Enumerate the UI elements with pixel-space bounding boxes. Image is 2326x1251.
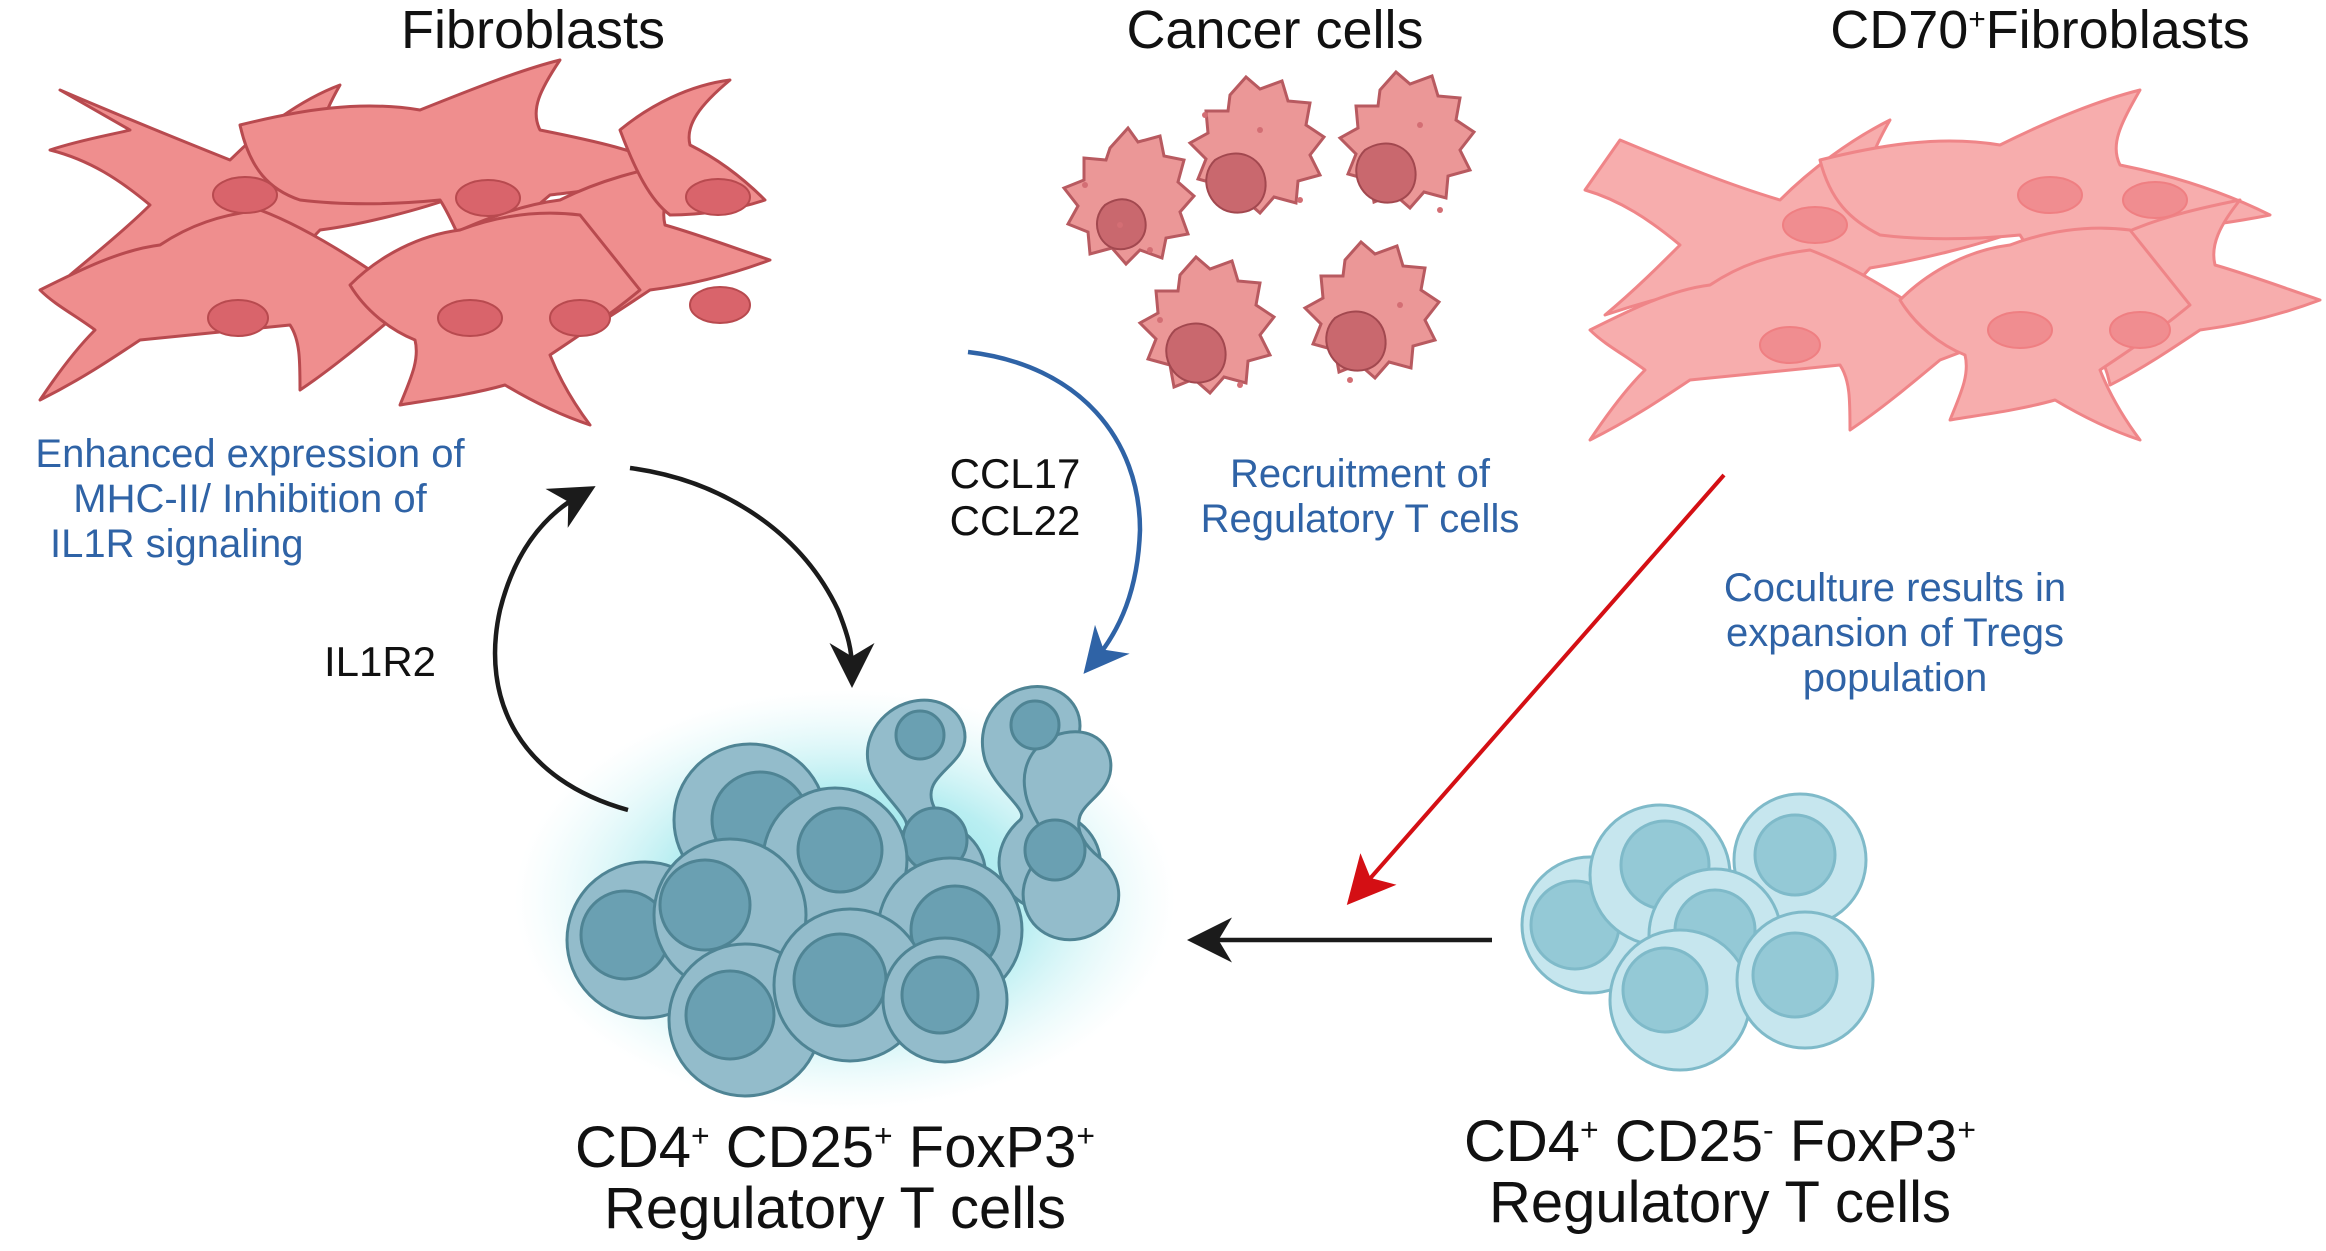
nucleus	[1759, 326, 1821, 364]
enhanced-expression-note: Enhanced expression of MHC-II/ Inhibitio…	[0, 432, 500, 566]
marker-sup: +	[1957, 1111, 1977, 1148]
cancer-nucleus	[1325, 310, 1387, 372]
note-line: Recruitment of	[1229, 452, 1491, 496]
cancer-nucleus	[1205, 152, 1267, 214]
cancer-nucleus	[1355, 142, 1417, 204]
cell-type-line: Regulatory T cells	[603, 1175, 1067, 1241]
il1r2-label: IL1R2	[323, 638, 437, 685]
ccl22-label: CCL22	[949, 497, 1081, 545]
cd70-fibroblasts-title: CD70+Fibroblasts	[1800, 0, 2280, 60]
recruitment-arrow	[967, 349, 1143, 674]
marker-cd25: CD25	[1614, 1109, 1764, 1174]
treg-nucleus	[1753, 813, 1837, 897]
marker-sup: +	[690, 1117, 710, 1154]
treg-nucleus	[1009, 699, 1061, 751]
coculture-arrow	[1346, 473, 1726, 906]
note-line: expansion of Tregs	[1726, 610, 2064, 655]
nucleus	[689, 286, 751, 324]
cd70-marker: CD70	[1830, 0, 1969, 60]
cd70-sup: +	[1968, 3, 1986, 36]
marker-sup: +	[1076, 1117, 1096, 1154]
nucleus	[207, 299, 269, 337]
coculture-note: Coculture results in expansion of Tregs …	[1680, 566, 2110, 700]
marker-sup: +	[1579, 1111, 1599, 1148]
note-line: Regulatory T cells	[1200, 496, 1520, 541]
nucleus	[1782, 206, 1848, 244]
cancer-cells-illustration	[1061, 69, 1477, 396]
fibroblasts-illustration	[38, 58, 772, 427]
treg-nucleus	[658, 858, 752, 952]
cd70-fibroblasts-illustration	[1583, 88, 2322, 442]
cell-type-line: Regulatory T cells	[1488, 1169, 1952, 1235]
ccl17-label: CCL17	[949, 450, 1081, 497]
marker-foxp3: FoxP3	[1789, 1109, 1958, 1174]
cancer-cells-title: Cancer cells	[1126, 0, 1424, 60]
treg-negative-label: CD4+ CD25- FoxP3+ Regulatory T cells	[1430, 1109, 2010, 1235]
note-line: Coculture results in	[1723, 566, 2067, 610]
note-line: Enhanced expression of	[35, 432, 465, 476]
nucleus	[2109, 311, 2171, 349]
nucleus	[549, 299, 611, 337]
treg-nucleus	[684, 969, 776, 1061]
nucleus	[437, 299, 503, 337]
cd70-nuclei	[1759, 176, 2188, 364]
treg-nucleus	[900, 955, 980, 1035]
nucleus	[455, 179, 521, 217]
note-line: IL1R signaling	[50, 521, 304, 566]
marker-cd25: CD25	[725, 1115, 875, 1180]
treg-nucleus	[1023, 818, 1087, 882]
treg-nucleus	[1751, 931, 1839, 1019]
marker-foxp3: FoxP3	[908, 1115, 1077, 1180]
treg-nucleus	[1621, 946, 1709, 1034]
note-line: population	[1802, 655, 1988, 700]
nucleus	[2017, 176, 2083, 214]
treg-nucleus	[796, 806, 884, 894]
nucleus	[2122, 181, 2188, 219]
il1r2-loop-arrow	[492, 486, 629, 813]
cancer-cell	[1061, 125, 1197, 267]
marker-line: CD4+ CD25+ FoxP3+	[555, 1115, 1115, 1180]
marker-sup: +	[874, 1117, 893, 1154]
treg-nucleus	[792, 932, 888, 1028]
marker-sup: -	[1763, 1111, 1774, 1148]
fibroblasts-title: Fibroblasts	[400, 0, 666, 60]
fibroblast-nuclei	[207, 176, 751, 337]
nucleus	[685, 178, 751, 216]
treg-positive-cluster	[565, 685, 1121, 1098]
chemokine-labels: CCL17 CCL22	[935, 450, 1095, 544]
treg-positive-label: CD4+ CD25+ FoxP3+ Regulatory T cells	[555, 1115, 1115, 1241]
marker-cd4: CD4	[574, 1115, 691, 1180]
treg-nucleus	[894, 709, 946, 761]
nucleus	[212, 176, 278, 214]
fibroblast-to-treg-arrow	[629, 465, 875, 688]
cancer-nucleus	[1165, 322, 1227, 384]
cancer-texture-dots	[1082, 112, 1443, 388]
marker-cd4: CD4	[1463, 1109, 1580, 1174]
nucleus	[1987, 311, 2053, 349]
note-line: MHC-II/ Inhibition of	[73, 476, 427, 521]
cd70-suffix: Fibroblasts	[1985, 0, 2250, 60]
recruitment-note: Recruitment of Regulatory T cells	[1170, 452, 1550, 542]
marker-line: CD4+ CD25- FoxP3+	[1430, 1109, 2010, 1174]
treg-negative-cluster	[1520, 792, 1875, 1072]
